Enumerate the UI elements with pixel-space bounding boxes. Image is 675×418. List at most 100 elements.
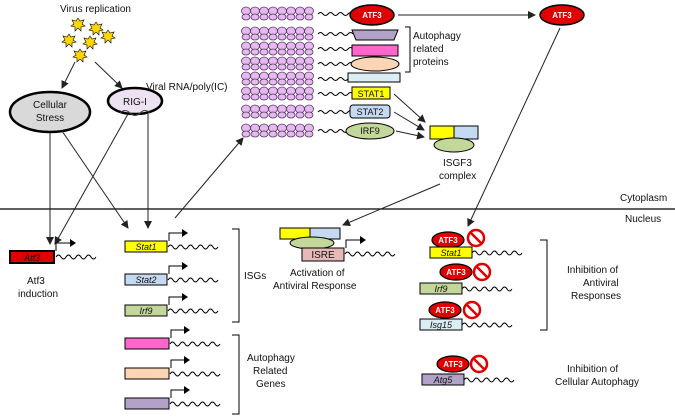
ribosome-icon [286,78,296,86]
ribosome-icon [250,130,260,138]
ribosome-icon [286,48,296,56]
polysome-row [241,56,354,71]
ribosome-icon [250,63,260,71]
ribosome-icon [241,130,251,138]
svg-text:ATF3: ATF3 [435,306,455,315]
polysome-row [241,104,354,119]
isre-element: ISRE [301,236,396,262]
rig-i-node [106,86,164,116]
ribosome-icon [259,33,269,41]
ribosome-icon [259,48,269,56]
ribosome-polysomes [241,6,354,138]
atf3-protein-free [539,4,585,26]
ribosome-icon [295,78,305,86]
mrna-tail [317,62,354,66]
mrna-tail [317,12,354,16]
ribosome-icon [241,13,251,21]
activation-label-line2: Antiviral Response [273,281,357,292]
ribosome-icon [277,130,287,138]
svg-text:ATF3: ATF3 [443,360,463,369]
atf3-gene-label: Atf3 [23,253,40,263]
ribosome-icon [304,63,314,71]
ribosome-icon [295,130,305,138]
atf3-nuclear-import-arrow [467,27,561,227]
ribosome-icon [304,93,314,101]
svg-text:ATF3: ATF3 [446,268,466,277]
autophagy-related-genes [124,326,221,410]
ribosome-icon [259,93,269,101]
autophagy-proteins-label-line2: related [413,44,444,55]
ribosome-icon [268,93,278,101]
ribosome-icon [304,33,314,41]
ribosome-icon [304,78,314,86]
no-entry-icon [466,228,486,248]
stress-to-isgs-arrow [61,130,129,229]
atf3-bound-isg15-gene: ATF3 Isg15 [419,300,513,331]
ribosome-icon [277,63,287,71]
irf9-protein-label: IRF9 [360,126,380,136]
ribosome-icon [277,93,287,101]
viral-rna-squiggle [119,110,151,116]
atf3-protein [349,4,395,26]
cellular-stress-node [8,90,92,134]
svg-text:Atg5: Atg5 [433,375,454,385]
atf3-bound-irf9-gene: ATF3 Irf9 [419,262,513,295]
ribosome-icon [268,13,278,21]
ribosome-icon [304,13,314,21]
no-entry-icon [472,262,492,282]
viral-rna-label: Viral RNA/poly(IC) [146,82,228,93]
ribosome-icon [304,48,314,56]
ribosome-icon [241,93,251,101]
svg-text:ATF3: ATF3 [438,236,458,245]
stat2-to-isgf3-arrow [393,111,425,131]
autophagy-proteins-label-line1: Autophagy [413,31,461,42]
polysome-row [241,71,354,86]
autophagy-protein-pink [351,44,399,57]
ribosome-icon [241,63,251,71]
polysome-row [241,26,354,41]
ribosome-icon [241,48,251,56]
polysome-row [241,86,354,101]
atf3-bound-stat1-gene: ATF3 Stat1 [429,228,523,259]
ribosome-icon [286,13,296,21]
ribosome-icon [304,130,314,138]
autophagy-proteins-label-line3: proteins [413,57,449,68]
inhibition-antiviral-label-line2: Antiviral [583,278,619,289]
ribosome-icon [250,78,260,86]
ribosome-icon [268,33,278,41]
isgs-bracket [232,228,240,323]
ribosome-icon [241,78,251,86]
inhibition-antiviral-label-line3: Responses [571,291,621,302]
isgf3-complex [429,125,479,153]
inhibition-autophagy-label-line1: Inhibition of [567,364,618,375]
isgf3-label-line2: complex [439,171,476,182]
svg-text:Isg15: Isg15 [430,320,453,330]
atf3-gene: Atf3 [9,239,97,264]
ribosome-icon [268,48,278,56]
stat2-protein [349,104,391,119]
inhibition-antiviral-label-line1: Inhibition of [567,265,618,276]
autophagy-related-proteins [347,29,401,83]
ribosome-icon [241,33,251,41]
cytoplasm-label: Cytoplasm [620,193,667,204]
ribosome-icon [268,130,278,138]
no-entry-icon [469,354,489,374]
isgf3-nuclear-import-arrow [342,183,441,226]
ribosome-icon [295,33,305,41]
stat1-gene: Stat1 [124,229,219,253]
autophagy-proteins-bracket [405,26,411,73]
ribosome-icon [295,111,305,119]
ribosome-icon [277,78,287,86]
ribosome-icon [277,48,287,56]
mrna-tail [317,32,354,36]
rig-i-label: RIG-I [123,97,147,108]
autophagy-genes-label-line2: Related [253,366,287,377]
mrna-tail [317,92,354,96]
virus-to-stress-arrow [61,61,76,89]
autophagy-genes-bracket [232,334,240,415]
rigi-to-atf3-arrow [54,113,129,245]
atf3-induction-label-line2: induction [18,289,58,300]
autophagy-genes-label-line3: Genes [256,379,285,390]
irf9-protein [345,122,395,140]
